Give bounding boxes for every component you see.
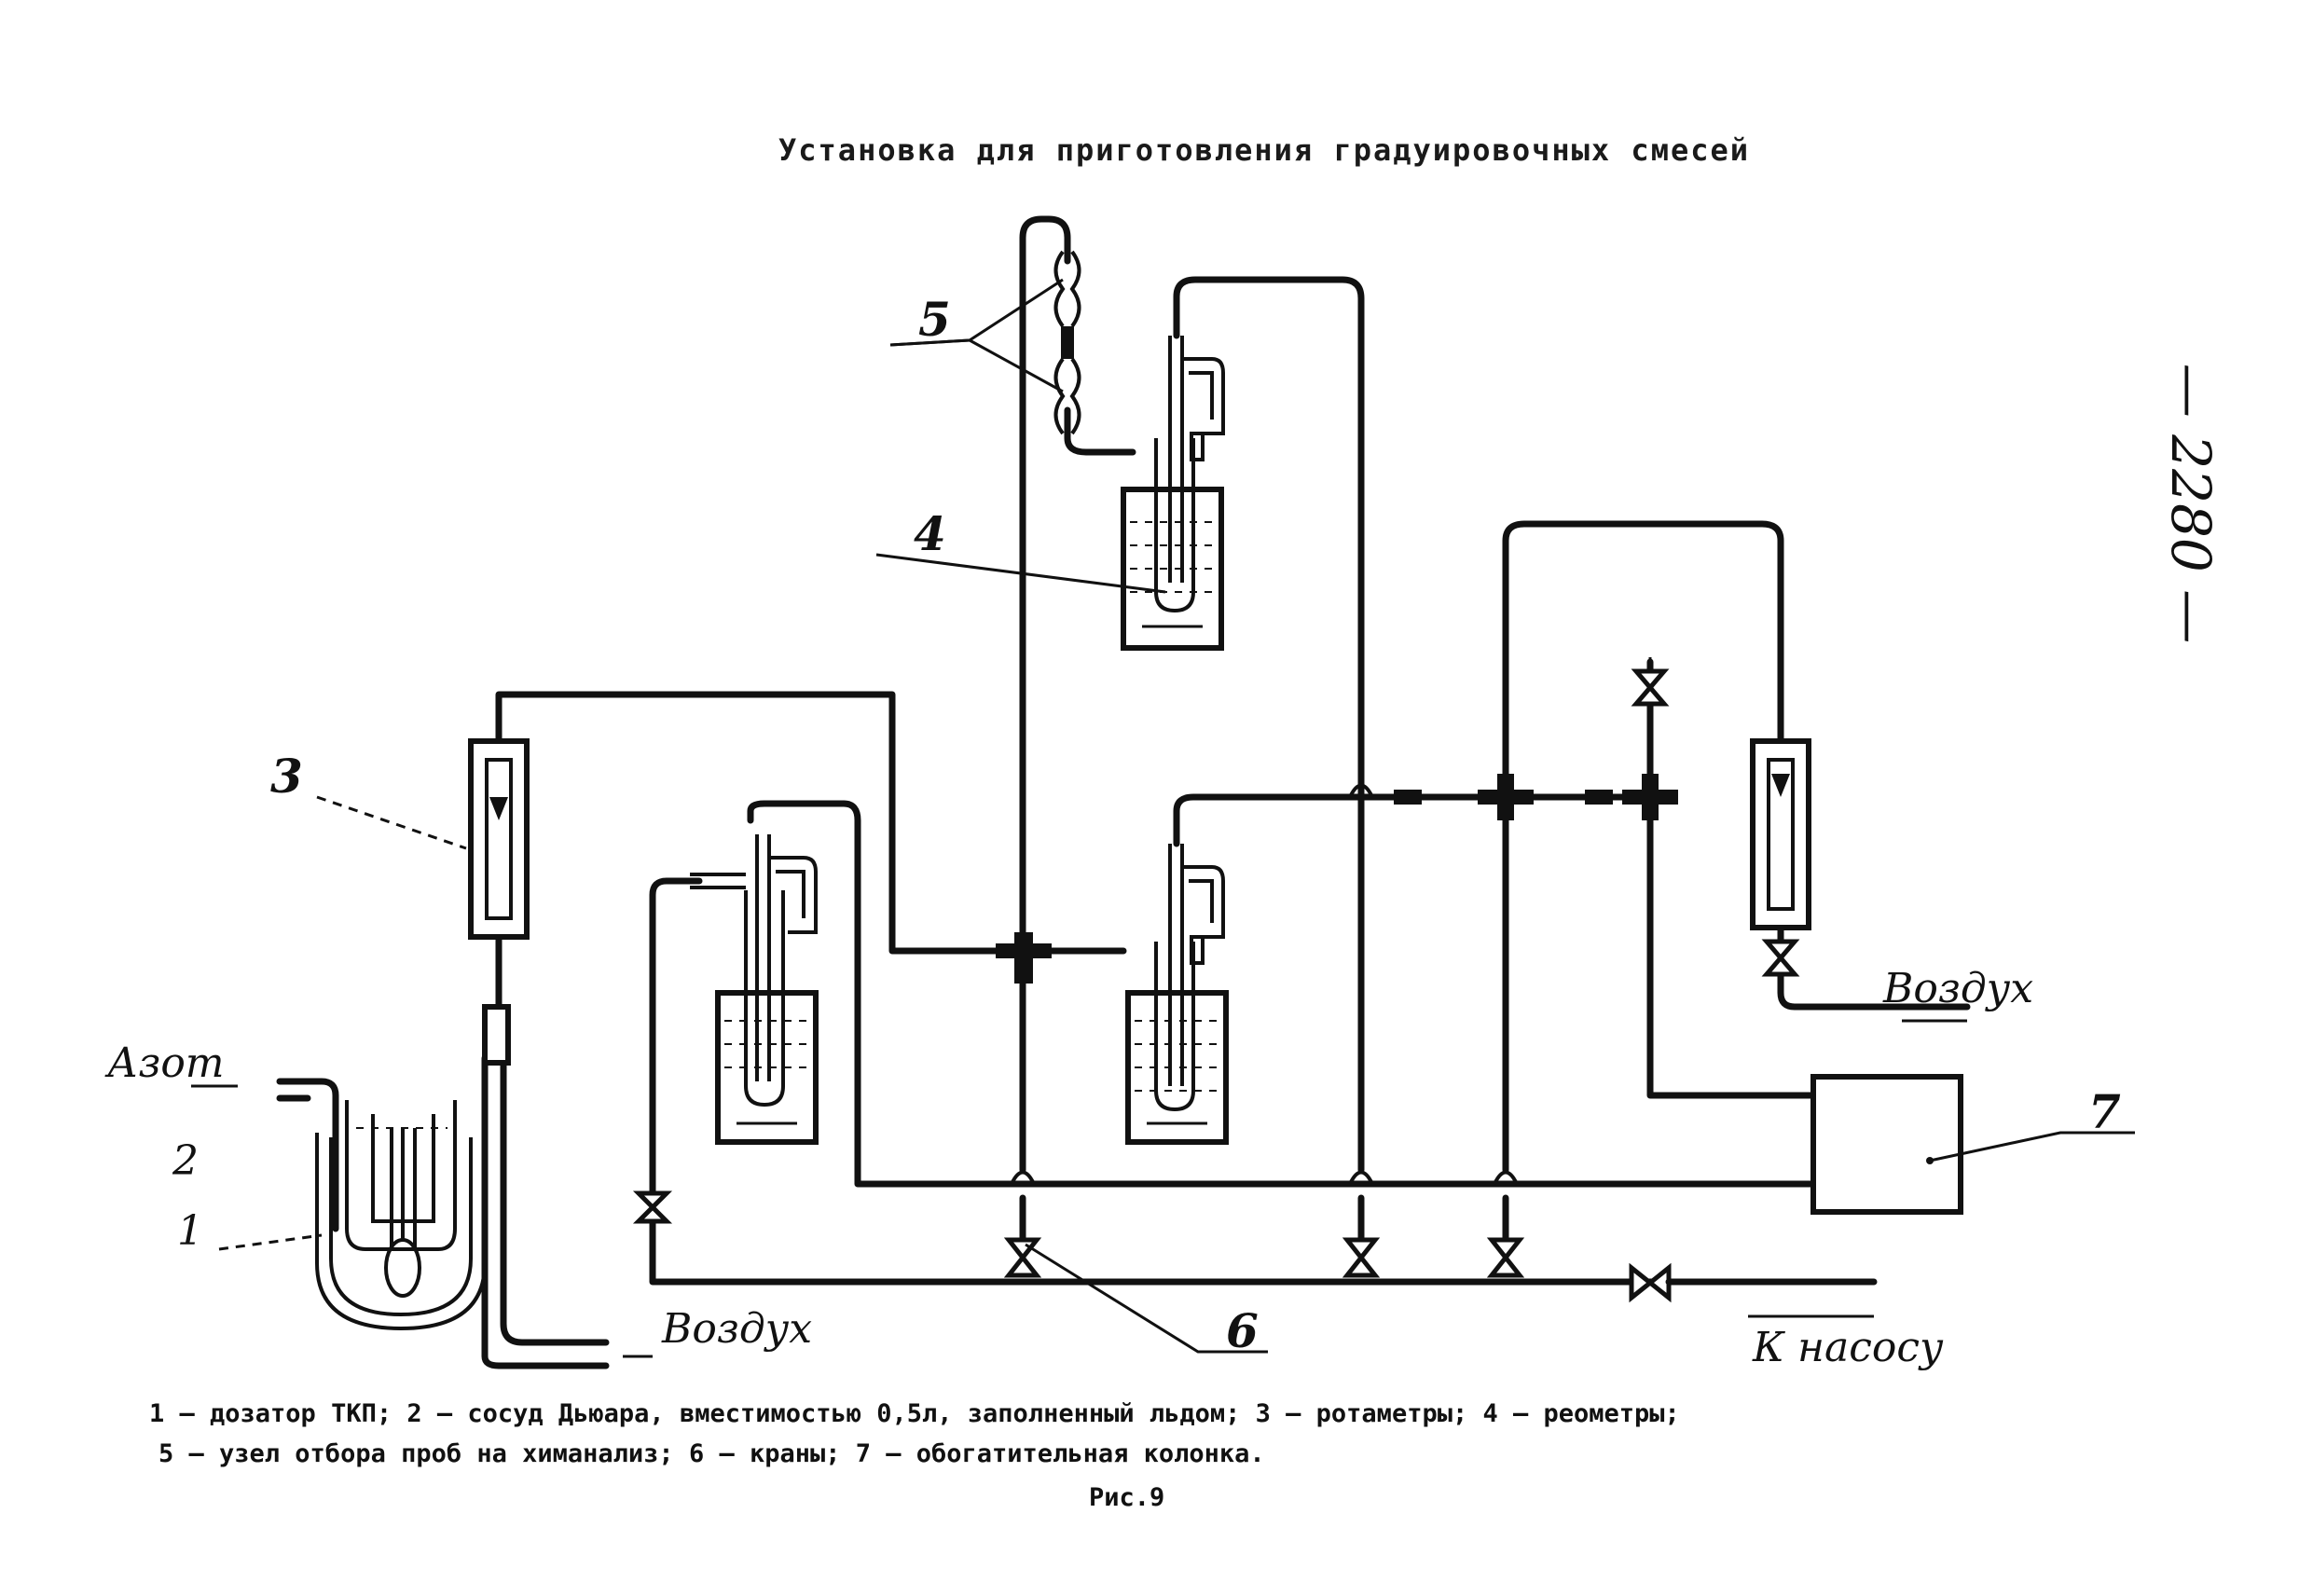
dozator-tube-outer — [345, 1100, 457, 1251]
leader-5a — [889, 278, 1064, 347]
rheometer-upper-inner-tube — [1168, 336, 1184, 583]
dozator-stem-walls — [390, 1128, 417, 1249]
rotameter-right — [1750, 738, 1811, 930]
rheometer-left — [690, 834, 819, 1145]
label-2: 2 — [172, 1137, 199, 1185]
leader-1 — [218, 1233, 323, 1251]
sampling-node-upper-ampoule — [1053, 250, 1081, 328]
pipe-top-junction-line — [1173, 793, 1659, 847]
rotameter-left-tube — [485, 758, 513, 920]
label-4: 4 — [914, 506, 946, 561]
rheometer-left-tube — [744, 890, 785, 1108]
rotameter-right-body — [1750, 738, 1811, 930]
rotameter-left — [468, 738, 530, 940]
label-5: 5 — [918, 292, 951, 347]
valve-c[interactable] — [1486, 1237, 1525, 1278]
label-3: 3 — [270, 749, 303, 804]
rotameter-right-float — [1771, 774, 1790, 797]
junction-cross-1-arm — [1478, 790, 1534, 805]
rheometer-upper-side-arm-inner — [1189, 371, 1214, 420]
piping — [276, 215, 1971, 1369]
dozator-outlet-fitting — [482, 1004, 511, 1066]
pipe-right-rotameter-to-air — [1777, 919, 1971, 1011]
leader-3 — [316, 795, 467, 850]
label-air-right: Воздух — [1882, 965, 2033, 1012]
pipe-crossing-3 — [1493, 1170, 1519, 1185]
rheometer-middle-inner-tube — [1168, 844, 1184, 1086]
valve-right-rotameter[interactable] — [1761, 939, 1800, 977]
junction-coupling-2 — [1585, 790, 1613, 805]
pipe-crossing-4 — [1348, 783, 1374, 798]
valve-a[interactable] — [1003, 1237, 1042, 1278]
pipe-right-rotameter-loop — [1502, 520, 1784, 782]
enrichment-column — [1810, 1074, 1963, 1215]
label-1: 1 — [177, 1207, 203, 1255]
pipe-left-branch-to-pump — [649, 877, 1868, 1286]
rotameter-left-body — [468, 738, 530, 940]
pipe-riser-left — [1019, 215, 1071, 1174]
rheometer-middle-nipple — [1190, 935, 1205, 965]
sampling-node — [1053, 250, 1081, 435]
figure-number: Рис.9 — [1089, 1483, 1164, 1512]
pipe-rotameter-to-manifold — [495, 691, 1025, 955]
pipe-crossing-1 — [1010, 1170, 1036, 1185]
rheometer-left-inlet — [690, 873, 746, 889]
rheometer-upper-tube — [1154, 438, 1195, 613]
junction-cross-2-arm — [1622, 790, 1678, 805]
rotameter-right-tube — [1767, 758, 1795, 911]
valve-b[interactable] — [1342, 1237, 1381, 1278]
leader-5b — [969, 338, 1064, 393]
label-nitrogen: Азот — [104, 1039, 225, 1087]
caption-line-2: 5 – узел отбора проб на химанализ; 6 – к… — [158, 1439, 1265, 1468]
rheometer-left-inner-tube — [755, 834, 771, 1081]
junctions — [996, 774, 1678, 984]
valve-left[interactable] — [632, 1190, 673, 1224]
pipe-air-outlet-left-inner — [481, 1054, 610, 1369]
rotameter-left-float — [489, 797, 508, 820]
label-7: 7 — [2088, 1084, 2121, 1139]
rheometer-upper — [1121, 336, 1225, 651]
pipe-sampling-to-bubbler — [1064, 406, 1136, 456]
leader-lines — [191, 278, 2135, 1358]
pipe-air-outlet-left — [500, 1054, 610, 1346]
dewar-vessel-outer — [315, 1133, 487, 1331]
pipe-crossing-2 — [1348, 1170, 1374, 1185]
leader-5-base — [889, 338, 971, 347]
side-page-number: — 2280 — — [2159, 364, 2223, 643]
label-air-left: Воздух — [661, 1305, 812, 1353]
pipe-left-bubbler-to-column — [747, 800, 1817, 1188]
rheometer-middle-side-arm-inner — [1189, 879, 1214, 923]
rheometer-middle — [1125, 844, 1229, 1145]
label-6: 6 — [1226, 1303, 1259, 1358]
leader-4 — [875, 553, 1166, 594]
leader-6 — [1025, 1243, 1268, 1354]
diagram-title: Установка для приготовления градуировочн… — [778, 132, 1750, 168]
sampling-node-connector — [1061, 326, 1074, 359]
sampling-node-lower-ampoule — [1053, 357, 1081, 435]
rheometer-left-side-arm — [769, 856, 818, 934]
caption-line-1: 1 – дозатор ТКП; 2 – сосуд Дьюара, вмест… — [149, 1399, 1680, 1428]
rheometer-upper-nipple — [1190, 432, 1205, 461]
valve-pump-line[interactable] — [1629, 1262, 1672, 1303]
valves — [632, 657, 1800, 1303]
manifold-cross-arm — [996, 943, 1052, 958]
rheometer-middle-side-arm — [1182, 865, 1225, 939]
leader-7 — [1929, 1131, 2135, 1163]
rheometer-upper-side-arm — [1182, 357, 1225, 435]
valve-vent[interactable] — [1631, 668, 1670, 707]
pipe-junction-vertical-2 — [1646, 705, 1817, 1099]
rheometer-middle-tube — [1154, 942, 1195, 1112]
pipe-upper-bubbler-return — [1173, 276, 1365, 1174]
dewar-vessel-inner — [329, 1137, 473, 1317]
pipe-nitrogen-inlet — [276, 1078, 339, 1232]
label-to-pump: К насосу — [1752, 1324, 1944, 1371]
rheometer-left-vessel — [715, 990, 819, 1145]
dozator-and-dewar — [315, 1004, 511, 1331]
junction-coupling-1 — [1394, 790, 1422, 805]
rheometer-left-side-arm-inner — [776, 870, 805, 918]
